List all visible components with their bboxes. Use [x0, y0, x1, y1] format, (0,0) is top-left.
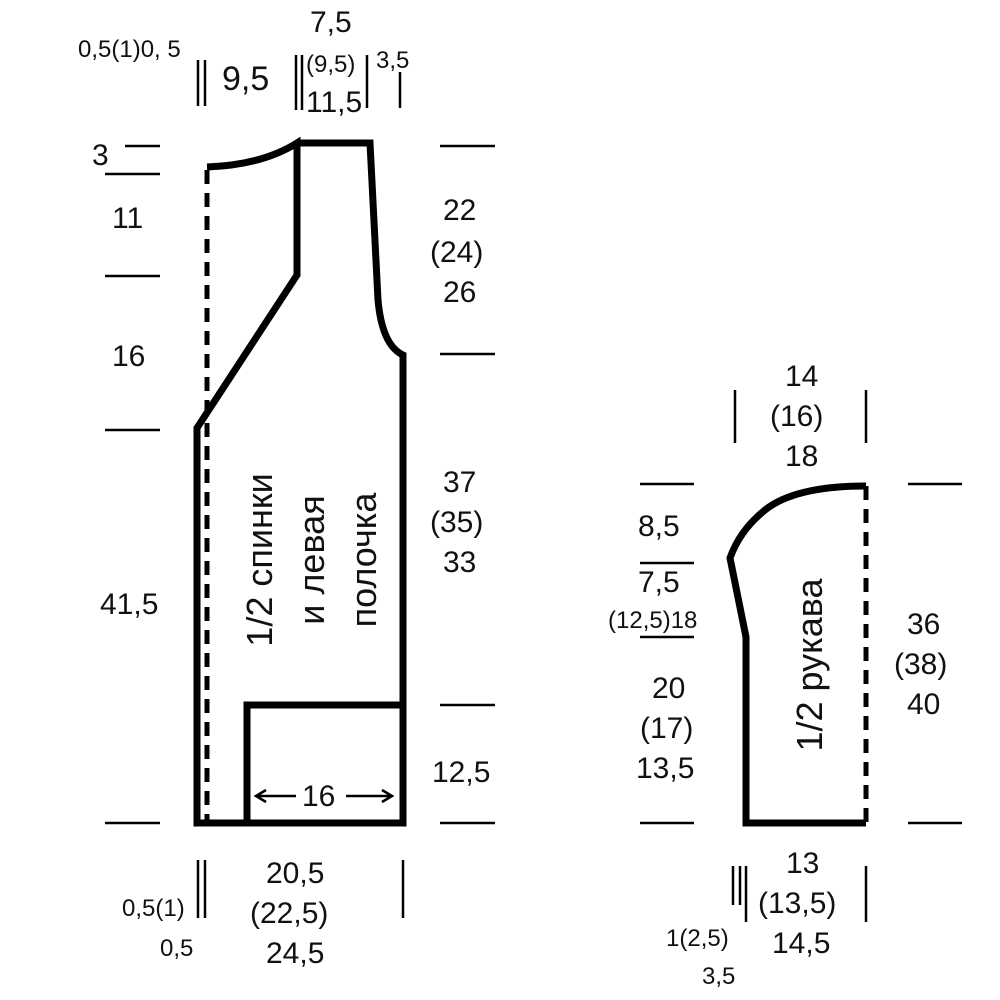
body-left-h41-5: 41,5 — [100, 588, 158, 621]
sleeve-left-cap-3: (12,5)18 — [608, 607, 697, 634]
body-top-label-c3: 11,5 — [306, 86, 362, 119]
sleeve-piece-title: 1/2 рукава — [789, 578, 830, 752]
body-piece-title: 1/2 спинки и левая полочка — [239, 473, 384, 646]
pocket-outline — [243, 701, 403, 823]
body-right-side-1: 37 — [443, 466, 476, 499]
sleeve-top-1: 14 — [785, 360, 818, 393]
body-left-ticks — [105, 144, 160, 825]
pocket-width-arrow — [253, 788, 395, 804]
sleeve-right-ticks — [908, 482, 962, 825]
body-outline — [193, 136, 407, 827]
sleeve-left-ticks — [640, 482, 694, 825]
body-right-hem: 12,5 — [432, 756, 490, 789]
body-title-line-2: и левая — [291, 495, 332, 624]
sleeve-top-2: (16) — [770, 400, 823, 433]
body-top-label-b: 9,5 — [222, 60, 269, 98]
body-top-label-c1: 7,5 — [310, 6, 352, 39]
sleeve-title: 1/2 рукава — [789, 578, 830, 752]
sleeve-bottom-width-3: 14,5 — [772, 927, 830, 960]
sleeve-left-len-1: 20 — [652, 672, 685, 705]
sleeve-bottom-a-1: 1(2,5) — [666, 925, 729, 952]
pocket-width-label: 16 — [302, 780, 335, 813]
body-right-armhole-1: 22 — [443, 194, 476, 227]
sleeve-bottom-width-1: 13 — [786, 847, 819, 880]
body-right-side-3: 33 — [443, 546, 476, 579]
sleeve-bottom-ticks — [731, 866, 868, 922]
body-bottom-ticks — [196, 860, 405, 918]
sleeve-outline — [726, 482, 867, 827]
body-left-h16: 16 — [112, 340, 145, 373]
body-right-ticks — [440, 144, 495, 825]
body-right-side-2: (35) — [430, 506, 483, 539]
body-bottom-label-a1: 0,5(1) — [122, 895, 185, 922]
body-top-label-d: 3,5 — [376, 47, 409, 74]
body-left-h11: 11 — [112, 202, 143, 235]
sleeve-right-2: (38) — [894, 648, 947, 681]
sleeve-top-3: 18 — [785, 440, 818, 473]
sleeve-piece: 14 (16) 18 8,5 7,5 (12,5)18 20 (17) 13,5… — [608, 360, 962, 990]
sleeve-top-ticks — [733, 390, 868, 443]
body-piece: 0,5(1)0, 5 9,5 7,5 (9,5) 11,5 3,5 3 11 1… — [78, 6, 495, 970]
body-top-label-c2: (9,5) — [306, 51, 355, 78]
sleeve-right-3: 40 — [907, 688, 940, 721]
sleeve-left-cap-2: 7,5 — [638, 566, 680, 599]
body-bottom-width-1: 20,5 — [266, 857, 324, 890]
sleeve-right-1: 36 — [907, 608, 940, 641]
body-title-line-3: полочка — [343, 492, 384, 628]
sleeve-left-len-2: (17) — [640, 712, 693, 745]
body-left-shoulder-drop: 3 — [92, 139, 109, 172]
body-right-armhole-3: 26 — [443, 276, 476, 309]
sleeve-bottom-a-2: 3,5 — [702, 963, 735, 990]
body-top-ticks — [196, 55, 402, 110]
body-right-armhole-2: (24) — [430, 236, 483, 269]
body-bottom-width-2: (22,5) — [250, 897, 328, 930]
body-bottom-width-3: 24,5 — [266, 937, 324, 970]
body-top-label-a: 0,5(1)0, 5 — [78, 36, 181, 63]
sleeve-left-cap-1: 8,5 — [638, 510, 680, 543]
body-bottom-label-a2: 0,5 — [160, 935, 193, 962]
body-title-line-1: 1/2 спинки — [239, 473, 280, 646]
sleeve-left-len-3: 13,5 — [636, 752, 694, 785]
sleeve-bottom-width-2: (13,5) — [758, 887, 836, 920]
